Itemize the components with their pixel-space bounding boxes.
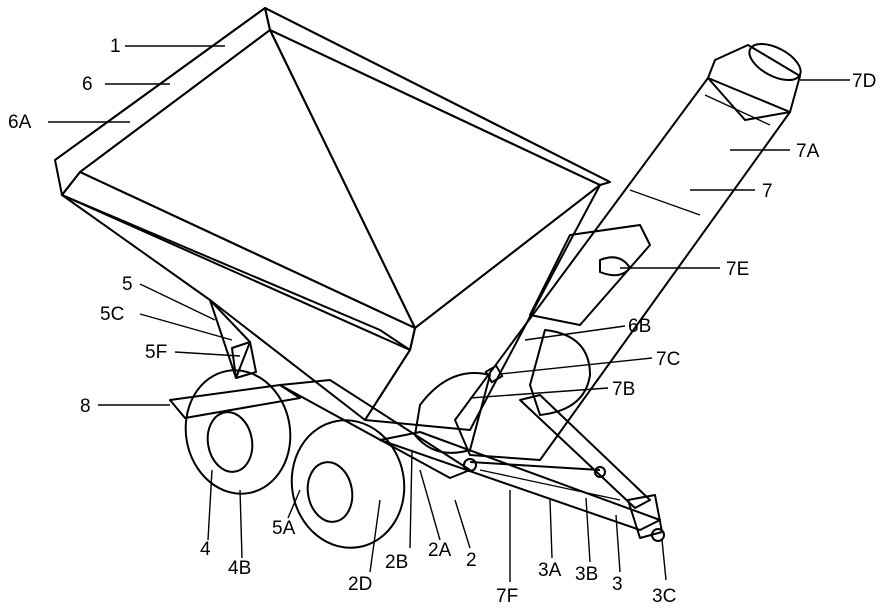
wheel-right-tire	[529, 329, 591, 416]
label-7C: 7C	[656, 349, 680, 370]
label-5C: 5C	[100, 304, 124, 325]
hopper-mount-bracket	[231, 341, 257, 379]
tongue-pivot	[594, 466, 606, 478]
auger-tube	[454, 77, 791, 461]
hopper-top-edge	[54, 7, 611, 183]
label-1: 1	[110, 36, 121, 57]
label-4: 4	[200, 539, 211, 560]
wheel-front-rim	[306, 461, 354, 523]
frame-rail-left	[169, 384, 301, 419]
label-7: 7	[762, 181, 773, 202]
label-6: 6	[82, 74, 93, 95]
auger-clamp	[599, 256, 631, 277]
label-8: 8	[80, 396, 91, 417]
auger	[414, 42, 802, 461]
label-3B: 3B	[575, 564, 598, 585]
auger-boot	[414, 372, 491, 454]
auger-hinge-block	[484, 364, 504, 384]
label-5: 5	[122, 274, 133, 295]
wheel-front	[290, 419, 406, 549]
auger-spout	[707, 44, 801, 121]
hopper	[54, 7, 611, 431]
tongue-beam	[379, 431, 661, 531]
label-5F: 5F	[145, 342, 167, 363]
label-2B: 2B	[385, 552, 408, 573]
auger-seam-upper	[704, 94, 771, 126]
wheel-right	[529, 329, 591, 416]
leader-lines	[48, 45, 850, 582]
tongue-brace-lower	[479, 469, 621, 501]
label-3A: 3A	[538, 560, 562, 581]
reference-labels: 1 6 6A 5 5C 5F 8 4 4B 5A 2D 2B 2A 2 7F 3…	[8, 36, 876, 607]
hitch-plate	[627, 494, 663, 539]
auger-spout-opening	[748, 42, 802, 82]
label-4B: 4B	[228, 558, 251, 579]
auger-seam-middle	[629, 189, 701, 216]
label-7A: 7A	[796, 141, 820, 162]
wheel-rear-rim	[206, 411, 254, 473]
hopper-leg	[209, 299, 251, 379]
label-7E: 7E	[726, 259, 749, 280]
label-2A: 2A	[428, 540, 452, 561]
label-6B: 6B	[628, 316, 651, 337]
label-2: 2	[466, 550, 477, 571]
wheel-front-tire	[290, 419, 406, 549]
label-7D: 7D	[852, 71, 876, 92]
label-6A: 6A	[8, 112, 32, 133]
wheel-rear	[184, 369, 292, 495]
label-7B: 7B	[612, 379, 635, 400]
label-2D: 2D	[348, 574, 372, 595]
label-3: 3	[612, 574, 623, 595]
wheel-rear-tire	[184, 369, 292, 495]
tongue-cross-brace	[469, 461, 601, 471]
axle-pivot	[463, 458, 477, 472]
label-7F: 7F	[496, 586, 518, 607]
label-5A: 5A	[272, 518, 296, 539]
hitch-clevis	[651, 528, 665, 542]
auger-support-bracket	[529, 224, 651, 326]
label-3C: 3C	[652, 586, 676, 607]
hopper-lower-right-wall	[364, 184, 601, 431]
